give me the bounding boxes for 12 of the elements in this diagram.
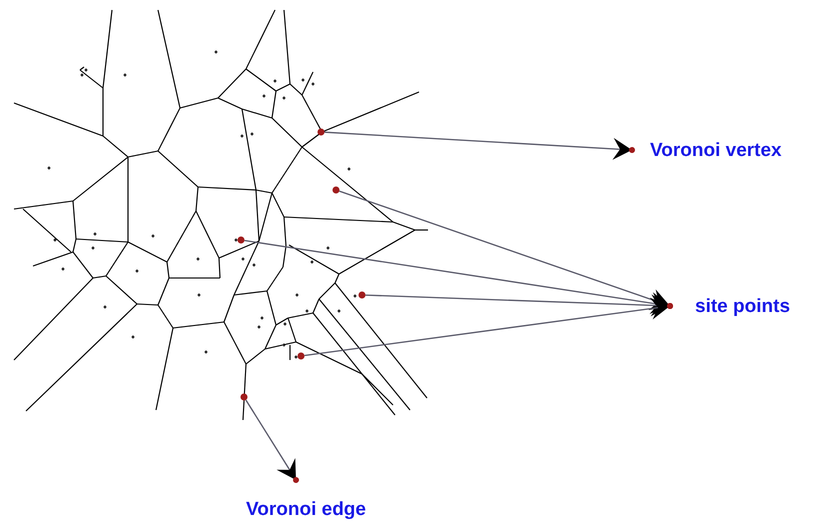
marked-point (358, 292, 366, 298)
leader-arrow (304, 298, 673, 356)
marked-point (240, 394, 248, 400)
callout-label: Voronoi edge (246, 480, 366, 521)
leader-arrow (245, 400, 299, 483)
marked-point (238, 236, 244, 244)
marked-point (298, 352, 304, 360)
marked-point (332, 186, 340, 194)
leader-arrow (324, 132, 635, 160)
marked-point (318, 128, 324, 136)
callout-label: Voronoi vertex (632, 140, 782, 162)
callout-label: site points (670, 296, 790, 318)
